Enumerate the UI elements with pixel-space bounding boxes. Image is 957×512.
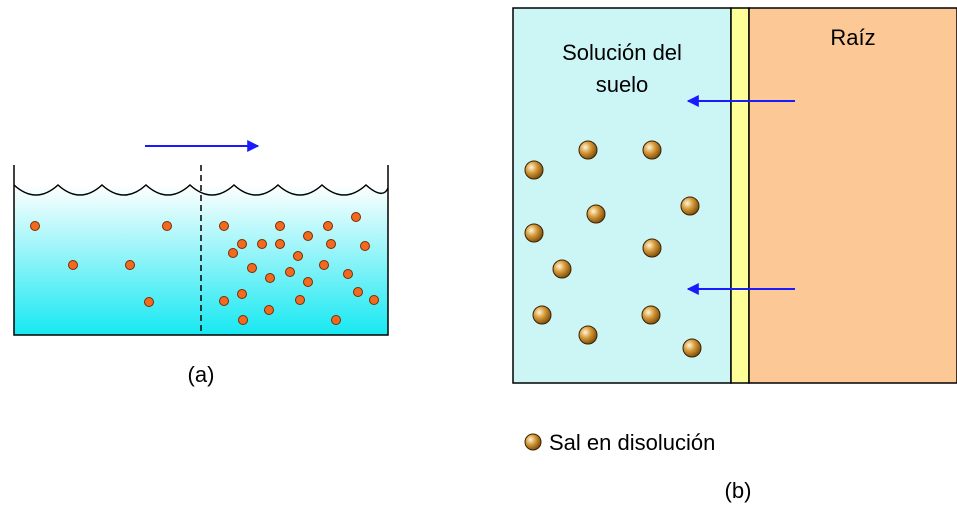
solute-particle xyxy=(360,241,370,251)
container-outline xyxy=(13,165,389,336)
solute-particle xyxy=(343,269,353,279)
salt-particle xyxy=(642,238,662,258)
water-surface-waves xyxy=(13,183,389,196)
particles-left xyxy=(30,221,172,307)
salt-particle xyxy=(524,160,544,180)
panel-a-label: (a) xyxy=(188,362,215,387)
salt-particle xyxy=(641,305,661,325)
solute-particle xyxy=(265,273,275,283)
solute-particle xyxy=(369,295,379,305)
root-membrane xyxy=(730,7,750,384)
solute-particle xyxy=(331,315,341,325)
soil-solution-label-line2: suelo xyxy=(596,72,649,97)
root-label: Raíz xyxy=(830,25,875,50)
solute-particle xyxy=(144,297,154,307)
salt-particles xyxy=(524,140,702,358)
legend: Sal en disolución xyxy=(524,430,715,455)
solute-particle xyxy=(353,287,363,297)
solute-particle xyxy=(125,260,135,270)
solute-particle xyxy=(237,239,247,249)
solute-particle xyxy=(303,277,313,287)
solute-particle xyxy=(237,289,247,299)
solute-particle xyxy=(326,239,336,249)
salt-particle xyxy=(680,196,700,216)
solute-particle xyxy=(285,267,295,277)
salt-particle xyxy=(578,140,598,160)
salt-particle xyxy=(578,325,598,345)
solute-particle xyxy=(219,221,229,231)
root-region xyxy=(748,7,957,384)
salt-particle xyxy=(524,223,544,243)
solute-particle xyxy=(238,315,248,325)
solute-particle xyxy=(295,295,305,305)
solute-particle xyxy=(247,263,257,273)
solute-particle xyxy=(275,239,285,249)
solute-particle xyxy=(228,248,238,258)
solute-particle xyxy=(351,212,361,222)
legend-text: Sal en disolución xyxy=(549,430,715,455)
panel-a: (a) xyxy=(13,140,389,387)
soil-solution-label: Solución del xyxy=(562,40,682,65)
legend-salt-icon xyxy=(524,433,542,451)
solute-particle xyxy=(293,251,303,261)
solute-particle xyxy=(219,296,229,306)
solute-particle xyxy=(264,305,274,315)
solute-particle xyxy=(323,221,333,231)
salt-particle xyxy=(682,338,702,358)
solute-particle xyxy=(319,260,329,270)
particles-right xyxy=(219,212,379,325)
salt-particle xyxy=(642,140,662,160)
solute-particle xyxy=(162,221,172,231)
solute-particle xyxy=(275,221,285,231)
solute-particle xyxy=(68,260,78,270)
solute-particle xyxy=(30,221,40,231)
panel-b: Solución del suelo Raíz Sal en disolució… xyxy=(512,7,957,503)
solute-particle xyxy=(257,239,267,249)
salt-particle xyxy=(586,204,606,224)
salt-particle xyxy=(532,305,552,325)
salt-particle xyxy=(552,259,572,279)
solute-particle xyxy=(303,231,313,241)
panel-b-label: (b) xyxy=(725,478,752,503)
